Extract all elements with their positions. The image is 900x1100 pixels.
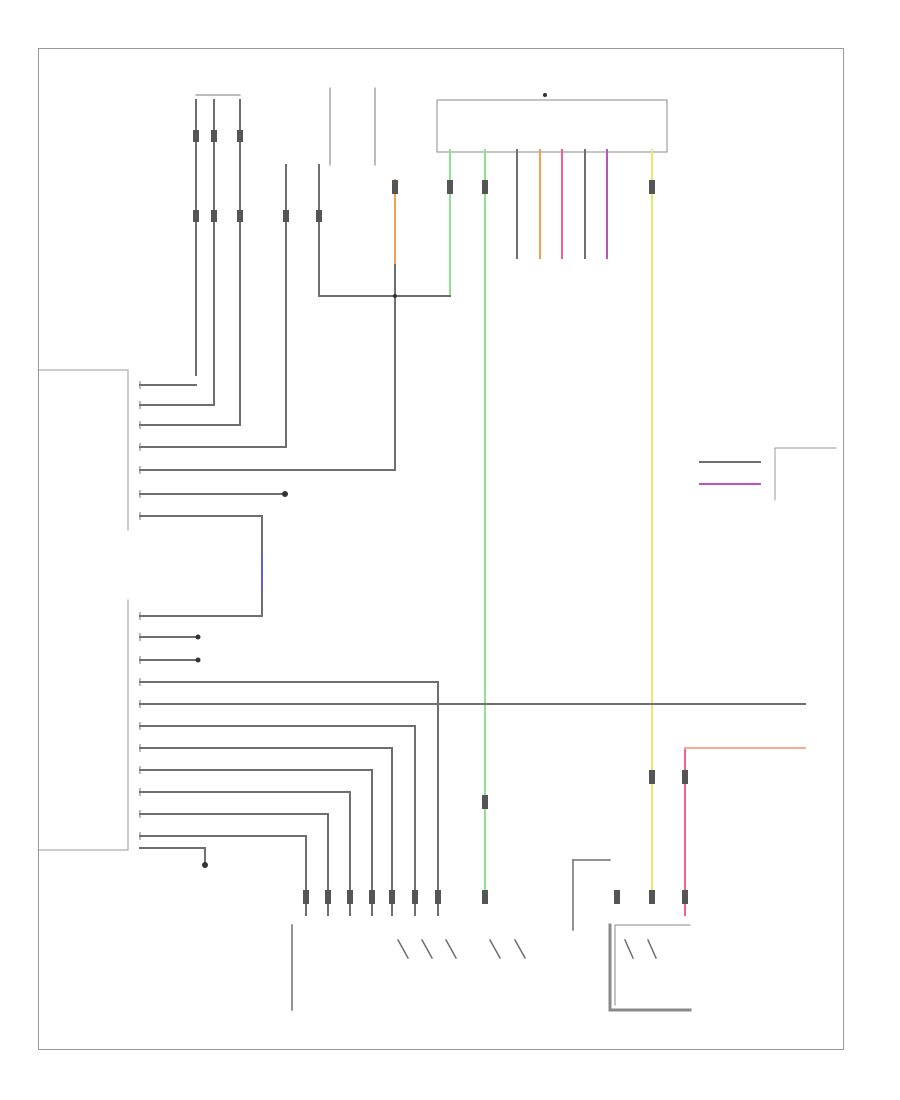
central-connector-box <box>436 99 668 153</box>
lower-left-harness <box>139 636 806 916</box>
top-left-switch-wires <box>195 99 320 448</box>
bottom-right-module <box>608 923 692 1012</box>
upper-left-harness <box>139 384 396 617</box>
bottom-switches <box>291 859 611 1011</box>
diagram-frame <box>38 48 844 1050</box>
